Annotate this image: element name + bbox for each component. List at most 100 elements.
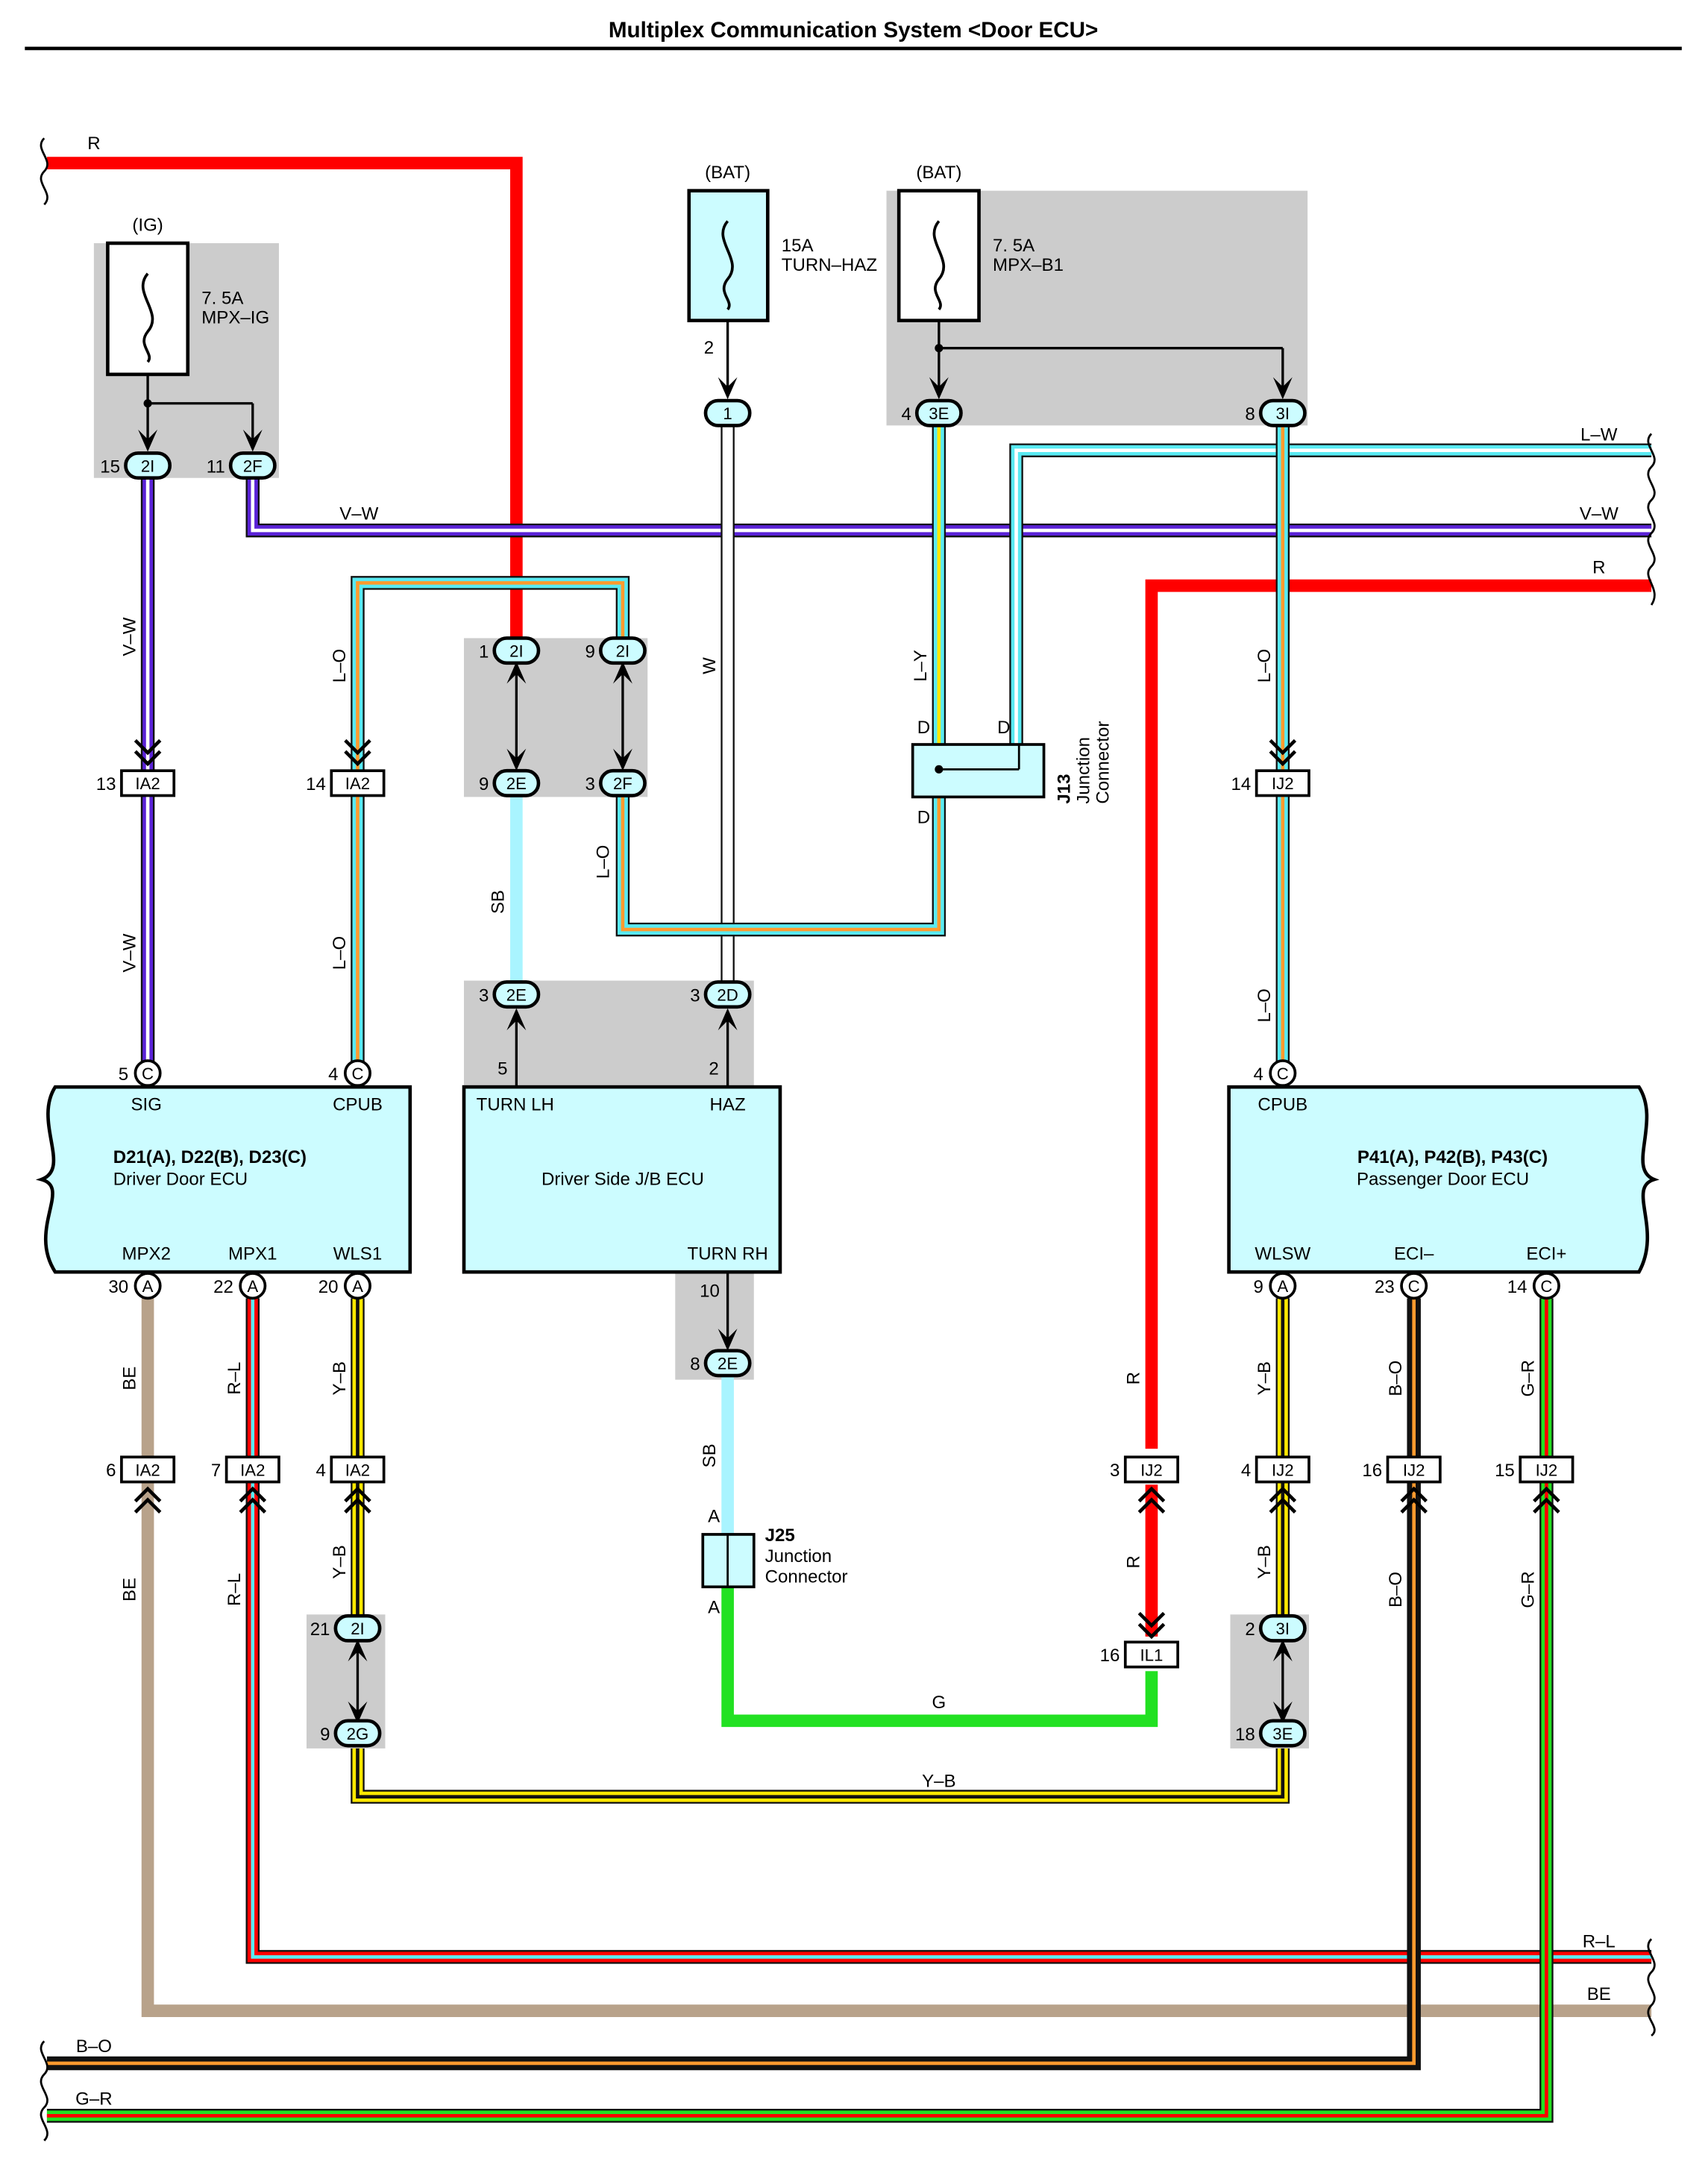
pin-number: 10 [700,1282,720,1302]
connector-label: IL1 [1140,1646,1164,1664]
arrow-down-icon [612,748,632,771]
connector-label: 3I [1276,404,1290,423]
circle-connector-shape [343,1059,371,1088]
connector-label: 3E [1272,1725,1293,1743]
wire-lw [1011,445,1652,746]
connector-pin-number: 14 [1507,1277,1528,1297]
connector-pin-number: 20 [318,1277,339,1297]
connector-label: 2I [351,1619,365,1638]
connector-2i-pin-1: 2I1 [479,636,541,665]
arrow-down-icon [1272,1701,1293,1724]
connector-pin-number: 5 [119,1064,128,1085]
connector-label: IA2 [240,1461,265,1479]
rect-connector-shape [120,769,176,797]
wire-color-label: R [1592,557,1605,577]
rect-connector-shape [1519,1455,1574,1484]
wire-lo-2f-stripe [621,794,941,932]
fuse-mpx-b1-name: MPX–B1 [993,255,1064,275]
rect-connector-shape [1123,1640,1179,1669]
wire-color-label: L–O [330,649,350,683]
oval-connector-shape [1258,1614,1307,1643]
connector-3e-pin-18: 3E 18 [1235,1719,1307,1748]
connector-pin-number: 4 [1254,1064,1263,1085]
oval-connector-shape [703,980,752,1009]
connector-label: C [142,1064,154,1083]
pin-eci-plus: ECI+ [1526,1244,1566,1264]
fuse-element-icon [932,220,946,311]
connector-pin-number: 18 [1235,1725,1255,1745]
chevron-up-icon [134,1486,162,1514]
fuse-turn-haz-amp: 15A [782,236,814,256]
arrow-down-icon [138,429,158,452]
connector-label: 2E [506,774,527,793]
arrow-down-icon [348,1701,368,1724]
connector-pin-number: 16 [1100,1646,1120,1666]
connector-label: A [142,1277,154,1296]
rect-connector-shape [1255,769,1310,797]
connector-label: 2I [141,457,155,475]
connector-label: A [352,1277,363,1296]
connector-pin-number: 4 [316,1461,326,1481]
chevron-up-icon [1533,1486,1560,1514]
connector-label: 2G [347,1725,369,1743]
driver-ecu-part: D21(A), D22(B), D23(C) [113,1147,307,1167]
pin-cpub: CPUB [333,1095,383,1115]
j13-label-connector: Connector [1093,721,1114,804]
connector-pin-number: 3 [1110,1461,1120,1481]
wire-color-label: V–W [119,617,139,656]
wire-lo-2f [617,794,944,935]
circle-connector-shape [134,1059,162,1088]
oval-connector-shape [598,768,647,797]
connector-a-pin-30: A30 [108,1272,162,1300]
connector-label: IA2 [135,774,160,793]
connector-label: 2I [509,642,524,660]
wire-color-label: V–W [1580,504,1618,524]
chevron-up-icon [1137,1486,1166,1514]
pin-sig: SIG [131,1095,162,1115]
connector-c-pin-4: C4 [328,1059,371,1088]
j13-id: J13 [1055,774,1075,803]
arrow-up-icon [506,661,527,684]
wires [46,157,1652,2123]
chevron-down-icon [134,738,162,767]
oval-connector-shape [1258,398,1307,427]
wire-rl [247,1298,1652,1963]
oval-connector-shape [492,636,541,665]
j13-pin-d: D [997,718,1010,738]
wire-color-label: L–W [1580,425,1618,445]
connector-label: A [247,1277,258,1296]
connector-pin-number: 3 [690,985,700,1006]
j25-pin-a: A [708,1506,720,1526]
chevron-up-icon [1400,1486,1428,1514]
wire-r-top [46,157,523,639]
connector-2i-pin-9: 2I9 [585,636,647,665]
circle-connector-shape [134,1272,162,1300]
fuse-element-icon [721,220,734,311]
connector-label: IA2 [345,1461,370,1479]
j25-label-junction: Junction [765,1546,832,1567]
wire-color-label: R–L [225,1362,245,1395]
connector-2e-pin-8: 2E8 [690,1349,752,1378]
wire-color-label: BE [1587,1984,1611,2004]
connector-c-pin-14: C14 [1507,1272,1560,1300]
connector-label: 2E [506,985,527,1004]
connector-pin-number: 6 [106,1461,116,1481]
wire-color-label: L–O [1255,649,1275,683]
pin-wlsw: WLSW [1255,1244,1310,1264]
shaded-areas [93,190,1309,1749]
rect-connector-shape [225,1455,280,1484]
connector-pin-number: 14 [1231,774,1251,794]
arrow-down-icon [718,1329,738,1351]
wire-lw-outline [1009,443,1652,746]
components: (IG) 7. 5A MPX–IG (BAT) 15A TURN–HAZ (BA… [35,137,1660,2142]
oval-connector-shape [492,768,541,797]
fuse-mpx-ig-name: MPX–IG [201,307,269,327]
chevron-down-icon [344,738,371,767]
